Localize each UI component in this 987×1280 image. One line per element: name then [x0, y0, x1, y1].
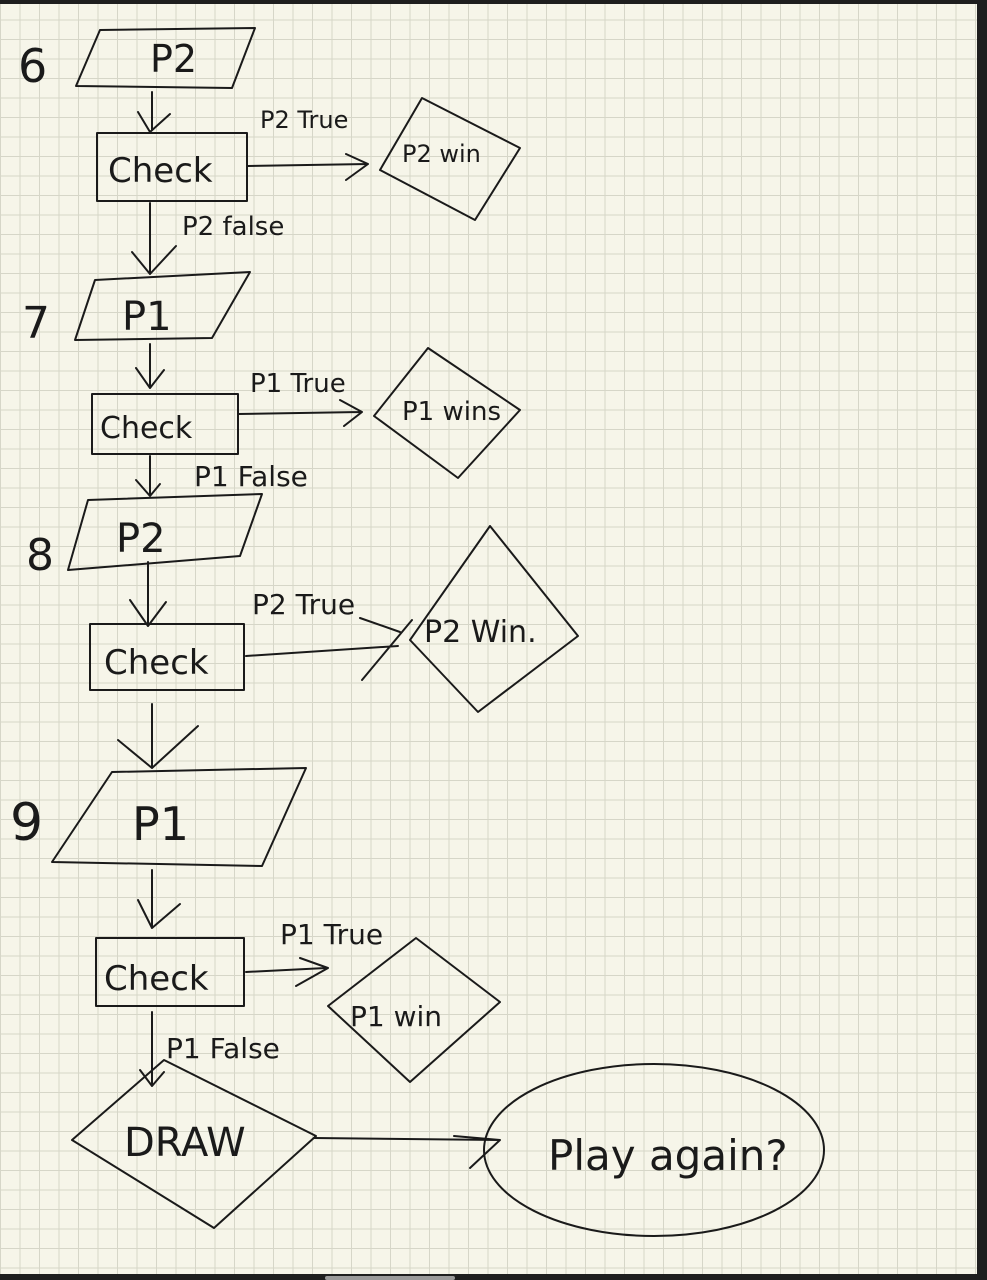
step-6-win-label: P2 win	[402, 140, 481, 168]
step-8-true-label: P2 True	[252, 588, 355, 621]
step-6-check-box	[96, 132, 248, 202]
step-9-input-label: P1	[132, 797, 189, 851]
step-9-win-label: P1 win	[350, 1000, 442, 1033]
window-right-border	[977, 0, 987, 1280]
step-9-win-diamond	[327, 937, 501, 1083]
step-7-win-label: P1 wins	[402, 397, 501, 427]
step-9-check-label: Check	[104, 959, 209, 999]
window-top-border	[0, 0, 987, 4]
step-7-false-label: P1 False	[194, 460, 308, 493]
play-again-label: Play again?	[548, 1131, 788, 1180]
step-6-number: 6	[18, 39, 47, 93]
step-7-true-arrow	[237, 399, 363, 427]
step-6-arrow-to-check	[137, 91, 171, 133]
horizontal-scrollbar-thumb[interactable]	[325, 1276, 455, 1280]
step-6-false-arrow	[131, 202, 177, 275]
step-8-check-label: Check	[104, 643, 209, 683]
step-9-true-arrow	[245, 957, 329, 987]
step-7-input-label: P1	[122, 294, 172, 340]
step-9-false-label: P1 False	[166, 1032, 280, 1065]
step-7-number: 7	[22, 298, 50, 349]
step-8-arrow-to-check	[129, 561, 167, 627]
step-8-input-parallelogram	[67, 493, 263, 571]
draw-diamond	[71, 1059, 317, 1229]
step-6-input-parallelogram	[75, 27, 256, 89]
step-8-win-label: P2 Win.	[424, 615, 537, 650]
step-7-input-parallelogram	[74, 271, 251, 341]
step-6-false-label: P2 false	[182, 212, 284, 242]
draw-label: DRAW	[124, 1120, 246, 1166]
step-8-win-diamond	[409, 525, 579, 713]
step-7-check-label: Check	[100, 411, 193, 446]
step-8-true-arrow	[245, 617, 413, 681]
step-7-arrow-to-check	[135, 343, 165, 389]
step-6-input-label: P2	[150, 37, 197, 81]
step-8-arrow-down	[117, 703, 199, 769]
step-7-false-arrow	[135, 455, 161, 497]
step-7-win-diamond	[373, 347, 521, 479]
step-9-false-arrow	[139, 1011, 165, 1087]
step-8-input-label: P2	[116, 516, 166, 562]
step-9-number: 9	[10, 793, 43, 853]
window-bottom-border	[0, 1274, 987, 1280]
step-8-number: 8	[26, 530, 54, 581]
step-6-true-arrow	[247, 153, 369, 181]
draw-to-play-again-arrow	[313, 1135, 501, 1169]
step-7-check-box	[91, 393, 239, 455]
play-again-terminator	[483, 1063, 825, 1237]
step-9-arrow-to-check	[137, 869, 181, 929]
step-7-true-label: P1 True	[250, 369, 346, 399]
step-6-true-label: P2 True	[260, 106, 348, 134]
step-8-check-box	[89, 623, 245, 691]
step-9-input-parallelogram	[51, 767, 307, 867]
step-6-check-label: Check	[108, 151, 213, 191]
step-6-win-diamond	[379, 97, 521, 221]
step-9-check-box	[95, 937, 245, 1007]
step-9-true-label: P1 True	[280, 918, 383, 951]
